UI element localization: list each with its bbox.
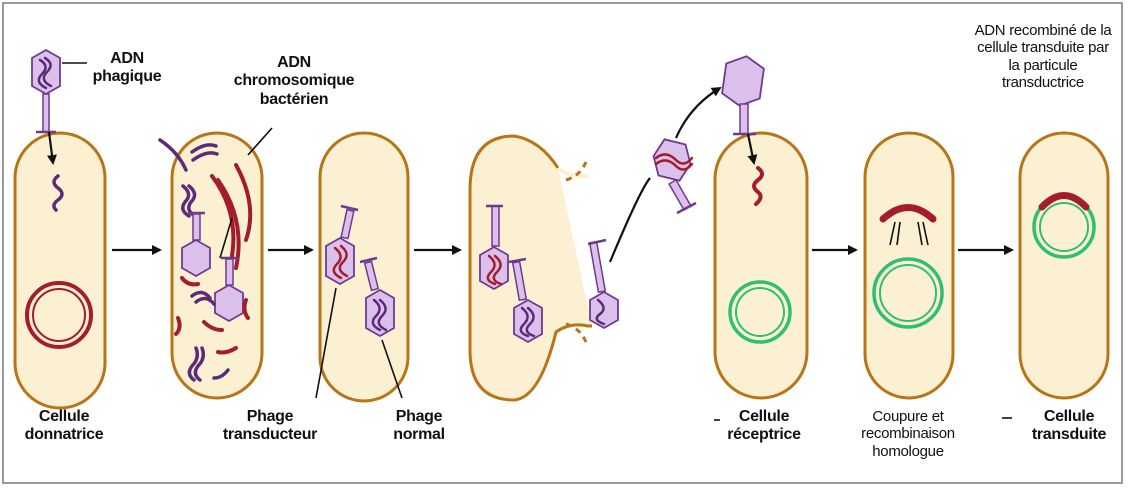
released-transducing-phage [610, 88, 720, 262]
label-adn-phagique: ADN phagique [90, 50, 164, 87]
label-adn-chromosomique: ADN chromosomique bactérien [229, 54, 359, 109]
label-adn-recombine: ADN recombiné de la cellule transduite p… [962, 22, 1124, 91]
phage-assembly-cell [316, 133, 408, 401]
label-coupure-recombinaison: Coupure et recombinaison homologue [848, 408, 968, 460]
recipient-cell [715, 54, 807, 398]
label-cellule-transduite: Cellule transduite [1024, 408, 1114, 445]
pointer-adn-chromosomique [248, 128, 272, 155]
label-cellule-receptrice: Cellule réceptrice [716, 408, 812, 445]
recombination-cell [865, 133, 953, 398]
label-phage-normal: Phage normal [386, 408, 452, 445]
lysing-cell [470, 136, 618, 400]
fragmenting-cell [160, 128, 272, 398]
label-phage-transducteur: Phage transducteur [212, 408, 328, 445]
label-cellule-donnatrice: Cellule donnatrice [14, 408, 114, 445]
donor-cell [15, 133, 105, 408]
transduced-cell [1020, 133, 1108, 398]
